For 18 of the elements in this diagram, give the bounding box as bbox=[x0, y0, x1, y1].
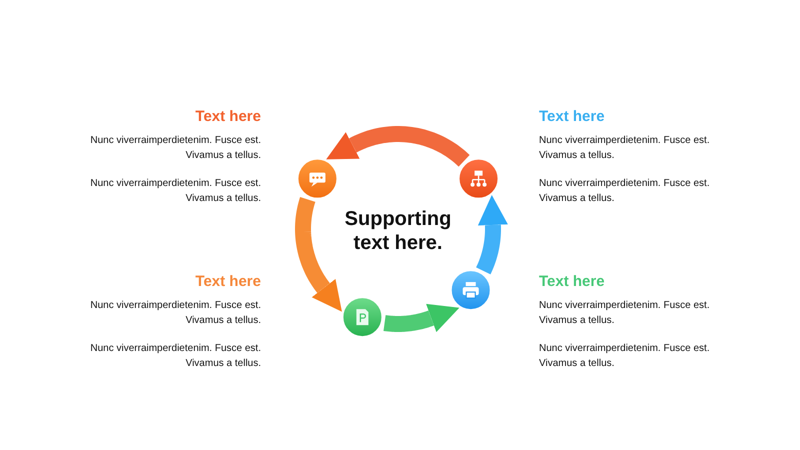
icon-badge bbox=[450, 269, 492, 312]
body-text: Nunc viverraimperdietenim. Fusce est. Vivamus a tellus. bbox=[89, 299, 261, 328]
body-text: Nunc viverraimperdietenim. Fusce est. Vivamus a tellus. bbox=[539, 299, 711, 328]
heading: Text here bbox=[195, 108, 261, 126]
heading: Text here bbox=[539, 273, 605, 291]
body-text: Nunc viverraimperdietenim. Fusce est. Vivamus a tellus. bbox=[89, 177, 261, 206]
icon-badge bbox=[296, 158, 338, 200]
heading: Text here bbox=[539, 108, 605, 126]
body-text: Nunc viverraimperdietenim. Fusce est. Vivamus a tellus. bbox=[539, 342, 711, 370]
body-text: Nunc viverraimperdietenim. Fusce est. Vivamus a tellus. bbox=[89, 342, 261, 370]
heading: Text here bbox=[195, 273, 261, 291]
icon-badge bbox=[341, 296, 384, 338]
center-text: Supporting text here. bbox=[344, 207, 452, 255]
curved-arrow bbox=[326, 126, 470, 167]
body-text: Nunc viverraimperdietenim. Fusce est. Vivamus a tellus. bbox=[539, 177, 711, 206]
body-text: Nunc viverraimperdietenim. Fusce est. Vivamus a tellus. bbox=[89, 134, 261, 162]
icon-badge bbox=[458, 158, 500, 200]
body-text: Nunc viverraimperdietenim. Fusce est. Vivamus a tellus. bbox=[539, 134, 711, 162]
